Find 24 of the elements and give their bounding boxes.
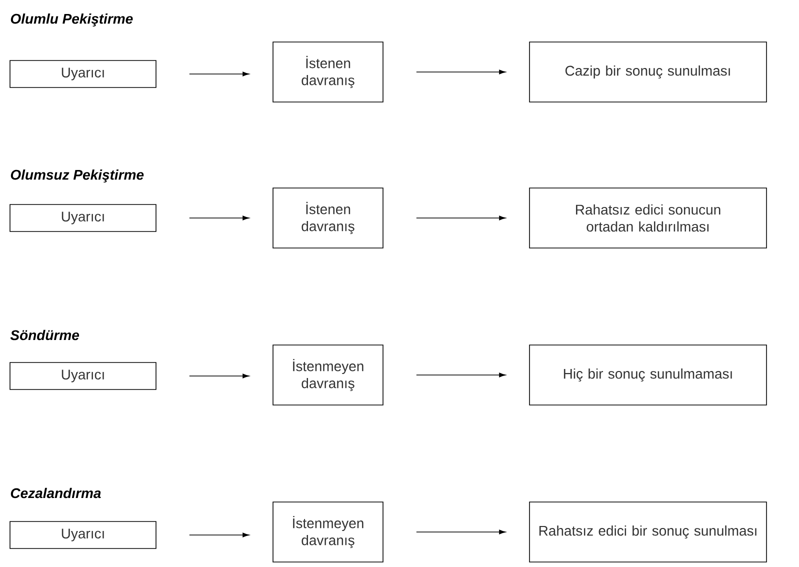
- process-box: Uyarıcı: [10, 521, 156, 549]
- arrow: [189, 216, 250, 220]
- process-box: Uyarıcı: [10, 362, 156, 390]
- arrow: [416, 70, 506, 74]
- arrow: [416, 216, 506, 220]
- process-box: Hiç bir sonuç sunulmaması: [529, 344, 767, 406]
- section-heading: Söndürme: [10, 330, 80, 340]
- process-box: İstenen davranış: [272, 42, 384, 102]
- arrow: [416, 530, 506, 534]
- arrow: [189, 532, 250, 538]
- process-box: İstenmeyen davranış: [272, 502, 384, 562]
- process-box: Uyarıcı: [10, 60, 156, 88]
- process-box: Rahatsız edici sonucun ortadan kaldırılması: [529, 188, 767, 248]
- arrow: [189, 72, 250, 76]
- section-heading: Cezalandırma: [10, 488, 101, 498]
- process-box: İstenmeyen davranış: [272, 344, 384, 406]
- process-box: Cazip bir sonuç sunulması: [529, 42, 767, 102]
- arrow: [416, 372, 506, 378]
- arrow: [189, 374, 250, 378]
- section-heading: Olumlu Pekiştirme: [10, 13, 133, 27]
- section-heading: Olumsuz Pekiştirme: [10, 169, 144, 183]
- process-box: Rahatsız edici bir sonuç sunulması: [529, 502, 767, 562]
- process-box: İstenen davranış: [272, 188, 384, 248]
- process-box: Uyarıcı: [10, 204, 156, 232]
